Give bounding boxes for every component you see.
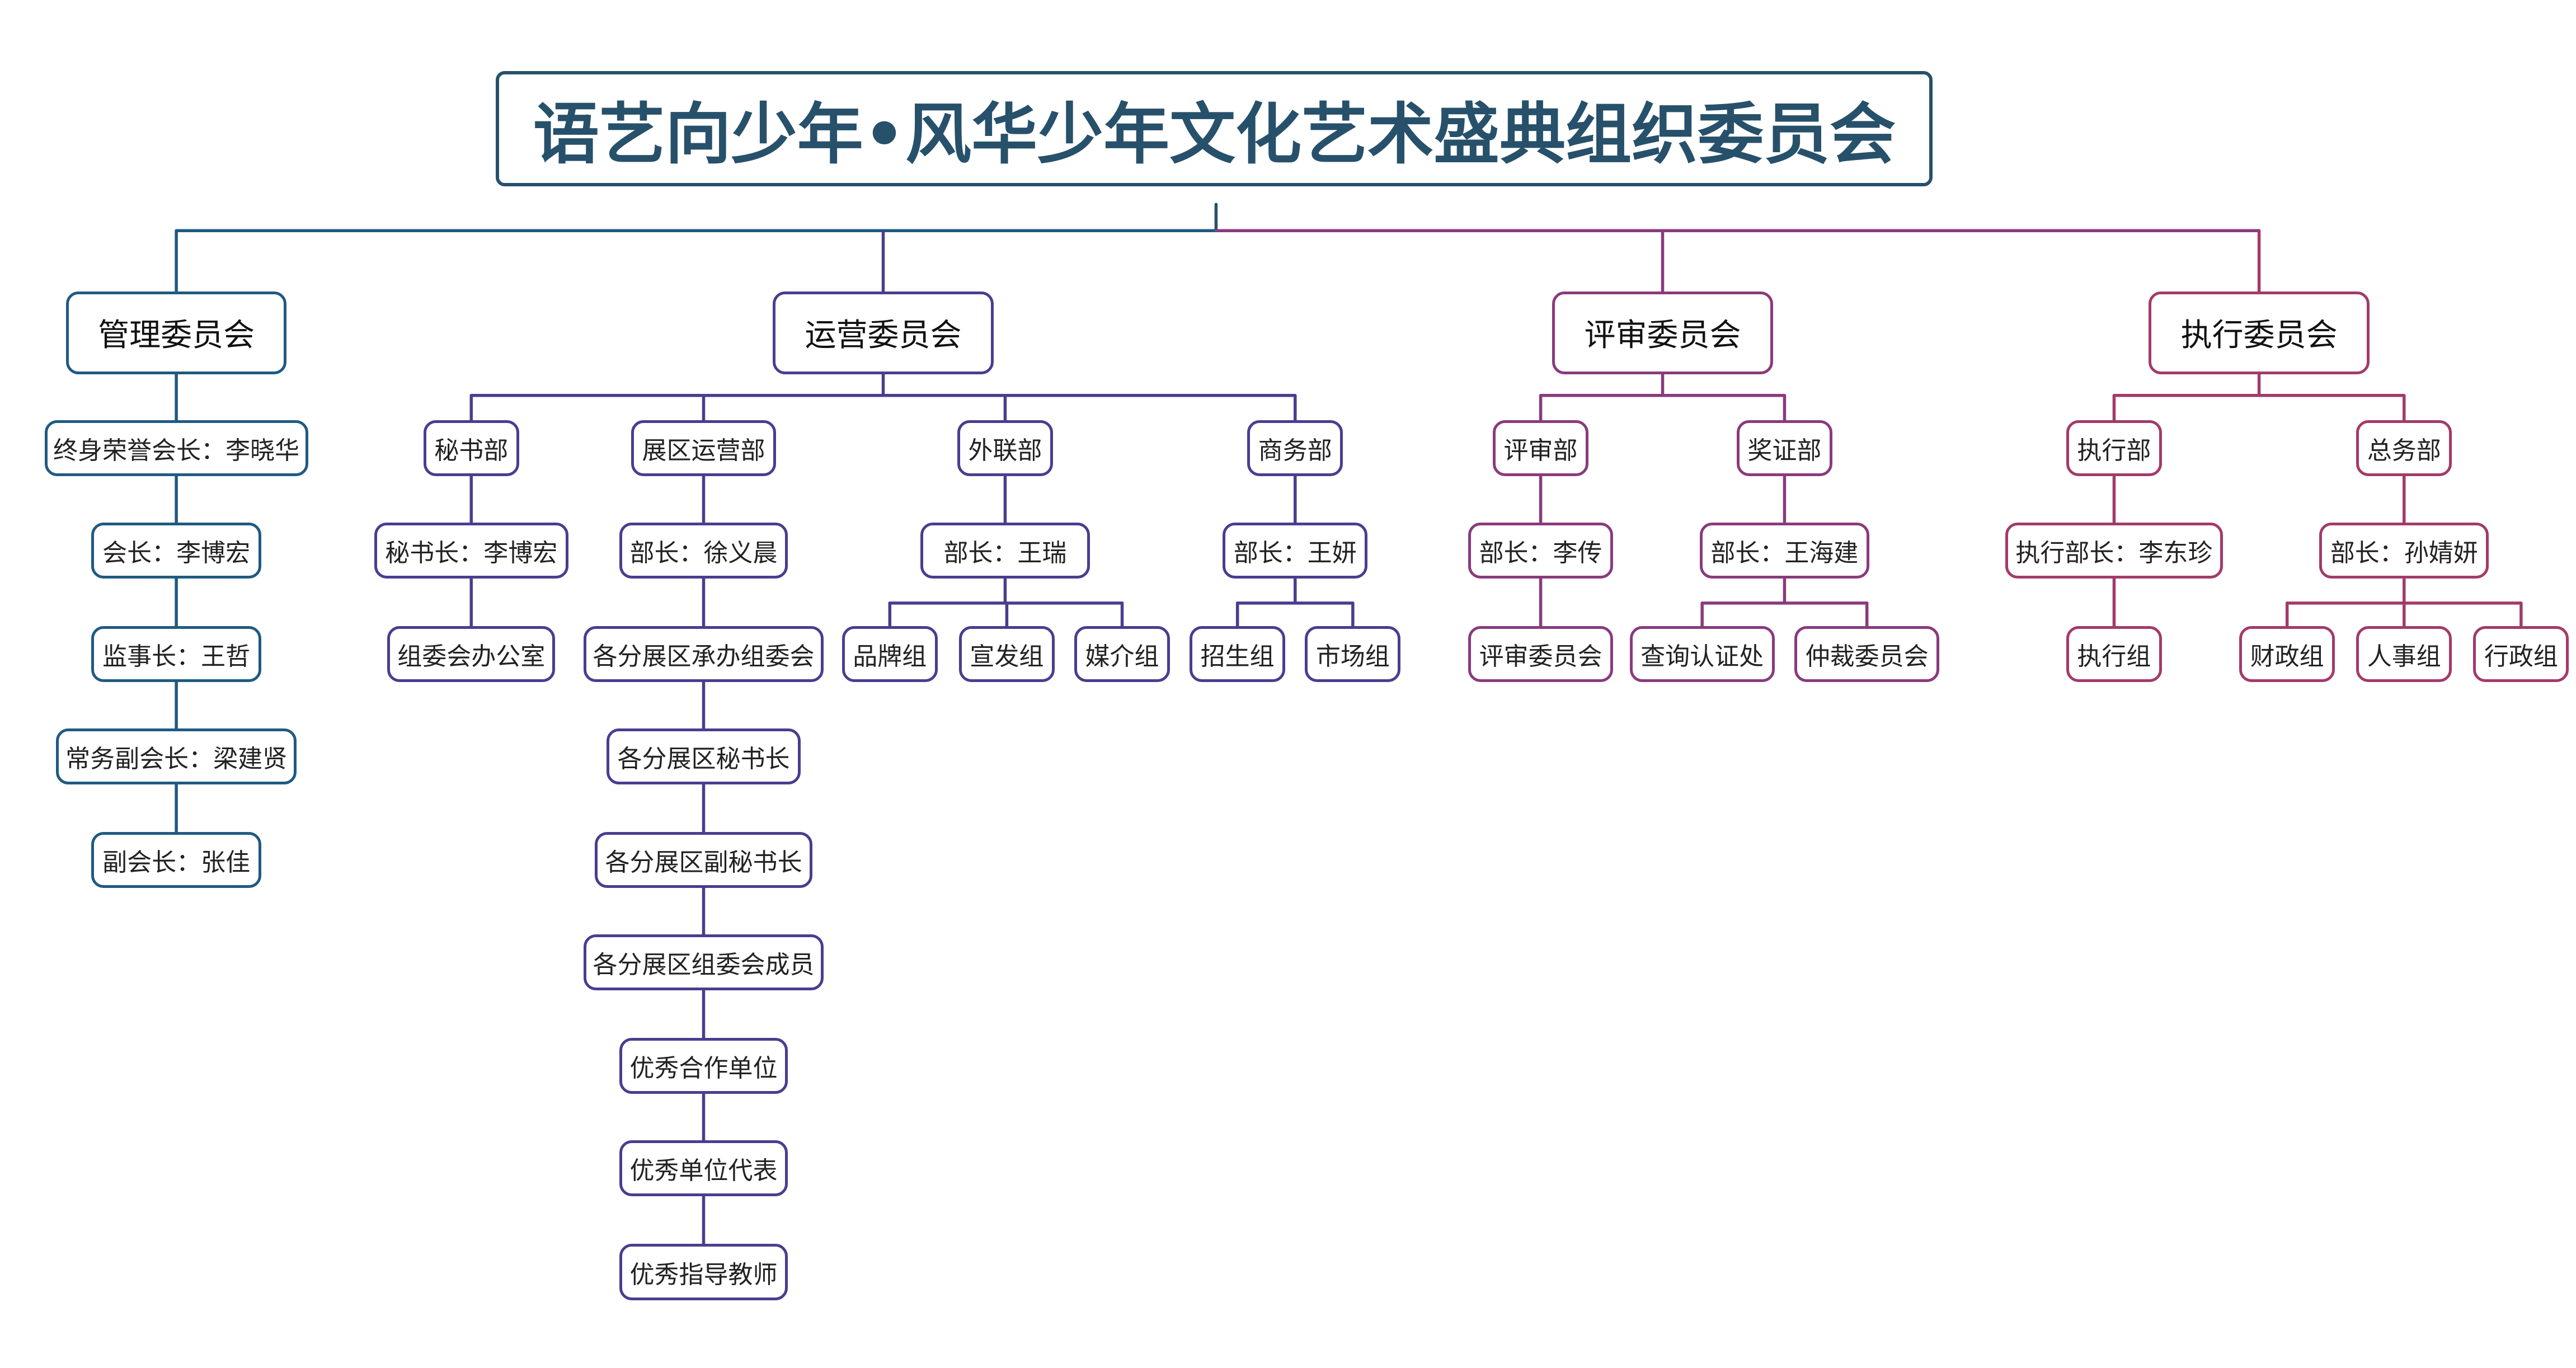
chain-box: 组委会办公室 xyxy=(387,626,556,683)
committee-box: 评审委员会 xyxy=(1552,292,1773,374)
department-box: 评审部 xyxy=(1493,420,1588,477)
head-box: 部长：孙婧妍 xyxy=(2319,522,2489,579)
department-box: 秘书部 xyxy=(423,420,519,477)
head-box: 部长：王妍 xyxy=(1223,522,1368,579)
member-box: 副会长：张佳 xyxy=(91,832,261,889)
department-box: 商务部 xyxy=(1247,420,1343,477)
group-box: 查询认证处 xyxy=(1629,626,1775,683)
committee-box: 运营委员会 xyxy=(773,292,994,374)
chain-box: 优秀单位代表 xyxy=(619,1140,788,1197)
chain-box: 部长：徐义晨 xyxy=(619,522,788,579)
head-box: 部长：李传 xyxy=(1468,522,1614,579)
department-box: 奖证部 xyxy=(1737,420,1832,477)
group-box: 人事组 xyxy=(2356,626,2452,683)
member-box: 常务副会长：梁建贤 xyxy=(56,728,297,784)
chart-title: 语艺向少年•风华少年文化艺术盛典组织委员会 xyxy=(496,70,1933,186)
chain-box: 优秀合作单位 xyxy=(619,1038,788,1094)
chain-box: 秘书长：李博宏 xyxy=(374,522,568,579)
group-box: 执行组 xyxy=(2066,626,2162,683)
chain-box: 优秀指导教师 xyxy=(619,1244,788,1300)
group-box: 品牌组 xyxy=(842,626,938,683)
member-box: 终身荣誉会长：李晓华 xyxy=(44,420,308,477)
chain-box: 各分展区副秘书长 xyxy=(595,832,812,889)
head-box: 执行部长：李东珍 xyxy=(2005,522,2223,579)
group-box: 财政组 xyxy=(2239,626,2335,683)
group-box: 仲裁委员会 xyxy=(1794,626,1940,683)
head-box: 部长：王海建 xyxy=(1699,522,1870,579)
member-box: 监事长：王哲 xyxy=(91,626,261,683)
chain-box: 各分展区秘书长 xyxy=(606,728,801,784)
group-box: 宣发组 xyxy=(958,626,1055,683)
group-box: 评审委员会 xyxy=(1468,626,1614,683)
department-box: 总务部 xyxy=(2356,420,2452,477)
chain-box: 各分展区组委会成员 xyxy=(583,934,824,990)
group-box: 媒介组 xyxy=(1074,626,1170,683)
committee-box: 管理委员会 xyxy=(65,292,287,374)
group-box: 招生组 xyxy=(1190,626,1286,683)
group-box: 行政组 xyxy=(2473,626,2569,683)
head-box: 部长：王瑞 xyxy=(920,522,1090,579)
department-box: 执行部 xyxy=(2066,420,2162,477)
chain-box: 各分展区承办组委会 xyxy=(583,626,824,683)
department-box: 外联部 xyxy=(957,420,1053,477)
member-box: 会长：李博宏 xyxy=(91,522,261,579)
committee-box: 执行委员会 xyxy=(2149,292,2370,374)
group-box: 市场组 xyxy=(1305,626,1401,683)
department-box: 展区运营部 xyxy=(631,420,777,477)
